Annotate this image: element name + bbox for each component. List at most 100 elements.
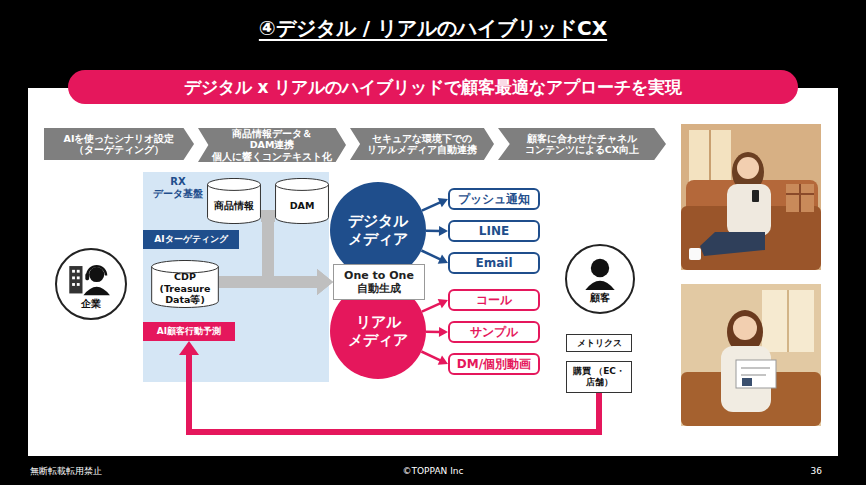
cylinder-top — [208, 178, 261, 190]
photo-illustration-part — [736, 360, 776, 388]
chevron-shape — [350, 128, 494, 160]
photo-illustration-part — [689, 248, 701, 260]
arrow-head — [317, 269, 333, 295]
headline-band: デジタル x リアルのハイブリッドで顧客最適なアプローチを実現 — [68, 70, 798, 104]
photo-illustration — [681, 124, 821, 270]
connector — [421, 352, 448, 365]
connector — [421, 251, 448, 264]
node-text: リアル メディア — [342, 313, 414, 349]
node-text: AIターゲティング — [154, 234, 227, 245]
photo-illustration-part — [700, 232, 765, 256]
cylinder-top — [276, 178, 329, 190]
step-chevron: 商品情報データ＆DAM連携 個人に響くコンテキスト化 — [198, 128, 346, 162]
node-text: 顧客に合わせたチャネル コンテンツによるCX向上 — [512, 133, 652, 156]
actor-circle: 顧客 — [565, 244, 635, 314]
arrow-head — [317, 269, 333, 295]
channel-box: Email — [448, 252, 540, 274]
connector-line — [426, 330, 440, 333]
function-tag: AI顧客行動予測 — [143, 322, 235, 341]
platform-panel-fill — [143, 172, 329, 382]
photo-illustration-part — [737, 157, 759, 179]
building-window — [77, 283, 80, 286]
building-window — [77, 276, 80, 279]
connector-line — [268, 216, 318, 282]
photo-illustration-part — [742, 378, 752, 386]
channel-box: プッシュ通知 — [448, 188, 540, 210]
node-text: 商品情報データ＆DAM連携 個人に響くコンテキスト化 — [212, 128, 332, 162]
database-cylinder: CDP (Treasure Data等) — [151, 260, 219, 308]
footer-note: 無断転載転用禁止 — [30, 466, 230, 477]
customer-body — [585, 281, 614, 290]
step-chevron: セキュアな環境下での リアルメディア自動連携 — [350, 128, 494, 160]
photo-illustration-part — [733, 316, 757, 340]
channel-box: LINE — [448, 220, 540, 242]
chevron-shape — [44, 128, 194, 160]
photo-illustration-part — [681, 124, 821, 270]
function-tag: AIターゲティング — [143, 230, 239, 249]
node-text: 商品情報 — [214, 200, 254, 211]
channel-box: コール — [448, 289, 540, 311]
connector-line — [426, 229, 440, 232]
slide-title: ④デジタル / リアルのハイブリッドCX — [0, 16, 866, 40]
node-text: CDP (Treasure Data等) — [153, 271, 217, 305]
step-chevron: 顧客に合わせたチャネル コンテンツによるCX向上 — [498, 128, 666, 160]
connector-line — [219, 276, 318, 288]
customer-head — [591, 259, 609, 277]
database-cylinder: DAM — [275, 178, 329, 224]
node-text: Email — [475, 256, 512, 270]
cylinder-top — [152, 260, 219, 272]
node-text: 顧客 — [590, 292, 610, 304]
operator-head — [89, 267, 104, 282]
building-icon — [69, 266, 82, 293]
connector-line — [421, 352, 440, 361]
building-window — [77, 270, 80, 273]
cylinder-body — [152, 267, 219, 308]
connector-line — [421, 251, 440, 260]
footer-note: 36 — [722, 466, 822, 477]
photo-illustration-part — [752, 190, 759, 202]
photo-illustration-part — [762, 290, 814, 352]
arrow-head — [439, 226, 448, 236]
arrow-head — [439, 327, 448, 337]
node-text: RX データ基盤 — [149, 176, 207, 200]
node-text: セキュアな環境下での リアルメディア自動連携 — [364, 133, 480, 156]
node-text: AI顧客行動予測 — [157, 326, 221, 337]
node-text: One to One 自動生成 — [338, 269, 420, 295]
generator-box: One to One 自動生成 — [333, 264, 425, 300]
platform-panel: RX データ基盤商品情報 DAM AIターゲティング CDP (Treasure Da… — [143, 172, 329, 382]
photo-illustration-part — [741, 374, 766, 376]
connector-line — [422, 202, 441, 210]
node-text: DM/個別動画 — [457, 357, 531, 371]
node-text: 企業 — [81, 298, 101, 310]
photo-illustration-part — [786, 184, 814, 212]
photo-illustration-part — [787, 290, 789, 352]
connector-line — [422, 303, 441, 311]
node-text: DAM — [290, 200, 315, 211]
connector — [426, 226, 448, 236]
photo-illustration-part — [799, 184, 801, 212]
connector — [422, 299, 448, 312]
metric-box: メトリクス — [566, 334, 632, 352]
photo-illustration — [681, 284, 821, 426]
building-window — [72, 283, 75, 286]
headset-icon — [87, 266, 106, 275]
node-text: デジタル x リアルのハイブリッドで顧客最適なアプローチを実現 — [184, 77, 683, 97]
node-text: メトリクス — [577, 338, 622, 349]
database-cylinder: 商品情報 — [207, 178, 261, 224]
headset-ear — [85, 274, 89, 281]
arrow-head — [317, 269, 333, 295]
footer-note: ©TOPPAN Inc — [333, 466, 533, 477]
arrow-head — [179, 341, 199, 355]
chevron-shape — [198, 128, 346, 162]
photo-illustration-part — [727, 184, 771, 236]
metric-box: 購買 （EC・店舗） — [566, 361, 632, 393]
node-text: サンプル — [470, 325, 518, 339]
connector — [422, 198, 448, 211]
chevron-shape — [498, 128, 666, 160]
step-chevron: AIを使ったシナリオ設定 （ターゲティング） — [44, 128, 194, 160]
operator-body — [83, 287, 109, 296]
node-text: プッシュ通知 — [458, 192, 530, 206]
node-text: デジタル メディア — [342, 212, 414, 248]
